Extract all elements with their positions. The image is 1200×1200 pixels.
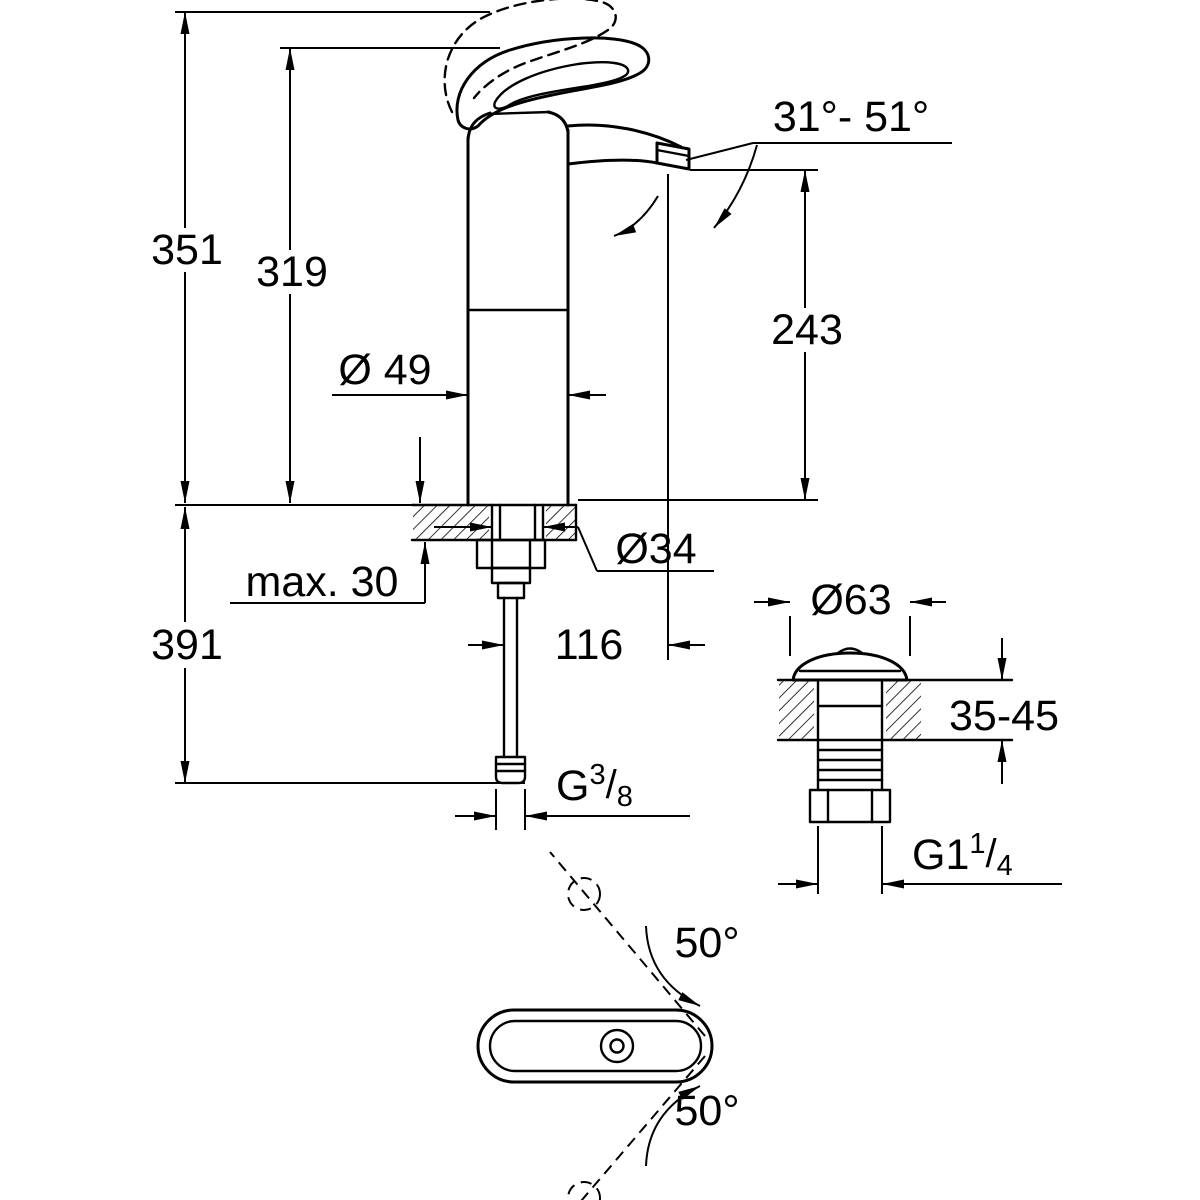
swing-arc-up (645, 925, 701, 1007)
dim-drain-cap-diameter: Ø63 (754, 576, 946, 656)
g38-slash: / (606, 763, 618, 807)
dim-body-height: 319 (256, 48, 328, 503)
g114-slash: / (986, 832, 998, 876)
spout-swivel-arrow (685, 142, 952, 229)
handle-inner-outline (488, 1019, 703, 1073)
drain-lock-nut (808, 788, 892, 824)
dim-drain-deck-range: 35-45 (949, 638, 1059, 784)
dim-body-diameter: Ø 49 (332, 346, 606, 400)
drain-fitting-view (776, 647, 1014, 824)
dim-total-height-label: 351 (151, 226, 223, 274)
dim-total-height: 351 (151, 12, 223, 503)
faucet-lever-handle-raised (443, 0, 617, 114)
mounting-deck-section (410, 503, 578, 542)
water-stream-arrow (613, 195, 659, 237)
dim-body-height-label: 319 (256, 248, 328, 296)
dim-under-height-label: 391 (151, 621, 223, 669)
handle-outline (476, 1008, 714, 1084)
swing-arc-down (645, 1085, 701, 1167)
dim-max-deck-label: max. 30 (246, 558, 399, 606)
dim-spout-reach-label: 116 (555, 621, 624, 669)
faucet-dimensions: 351 319 243 31°- 51° Ø 49 max. 30 (151, 11, 929, 830)
dim-spout-height-label: 243 (771, 306, 843, 354)
aerator (655, 141, 691, 171)
dim-max-deck: max. 30 (230, 437, 430, 606)
drain-deck-section (776, 678, 1014, 742)
dim-hole-diameter-label: Ø34 (615, 525, 696, 573)
dim-under-height: 391 (151, 507, 223, 783)
handle-end-up-position (567, 877, 601, 911)
dim-spout-height: 243 (771, 170, 843, 500)
extension-lines (175, 11, 818, 830)
g114-prefix: G1 (912, 831, 969, 879)
g114-denominator: 4 (997, 850, 1013, 882)
swing-angle-down-label: 50° (674, 1087, 739, 1135)
dim-drain-cap-diameter-label: Ø63 (810, 576, 891, 624)
drain-body (808, 679, 892, 824)
drain-cap (791, 647, 909, 682)
dim-drain-deck-range-label: 35-45 (949, 692, 1059, 740)
dim-drain-thread: G11/4 (778, 826, 1062, 894)
dim-body-diameter-label: Ø 49 (338, 346, 431, 394)
dim-hose-thread: G3/8 (455, 759, 690, 821)
faucet-body (466, 110, 570, 507)
spout-angle-label: 31°- 51° (773, 93, 929, 141)
handle-swing-positions (549, 851, 706, 1200)
swing-angle-up-label: 50° (674, 919, 739, 967)
dim-hole-diameter: Ø34 (434, 522, 714, 573)
drain-dimensions: Ø63 35-45 G11/4 (754, 576, 1062, 894)
g38-denominator: 8 (617, 781, 633, 813)
g114-numerator: 1 (969, 828, 985, 860)
dim-hose-thread-label: G3/8 (556, 759, 633, 813)
handle-top-view: 50° 50° (476, 851, 740, 1200)
mounting-hardware (475, 538, 547, 600)
g38-prefix: G (556, 762, 589, 810)
faucet-lever-handle (455, 36, 651, 131)
handle-pivot-center (609, 1038, 625, 1054)
handle-pivot-hole (599, 1028, 635, 1064)
supply-hose (494, 596, 527, 785)
faucet-front-view (410, 0, 952, 785)
g38-numerator: 3 (589, 759, 605, 791)
dim-spout-reach: 116 (468, 621, 705, 669)
dim-drain-thread-label: G11/4 (912, 828, 1013, 882)
faucet-spout (566, 123, 691, 171)
handle-end-down-position (567, 1181, 601, 1200)
